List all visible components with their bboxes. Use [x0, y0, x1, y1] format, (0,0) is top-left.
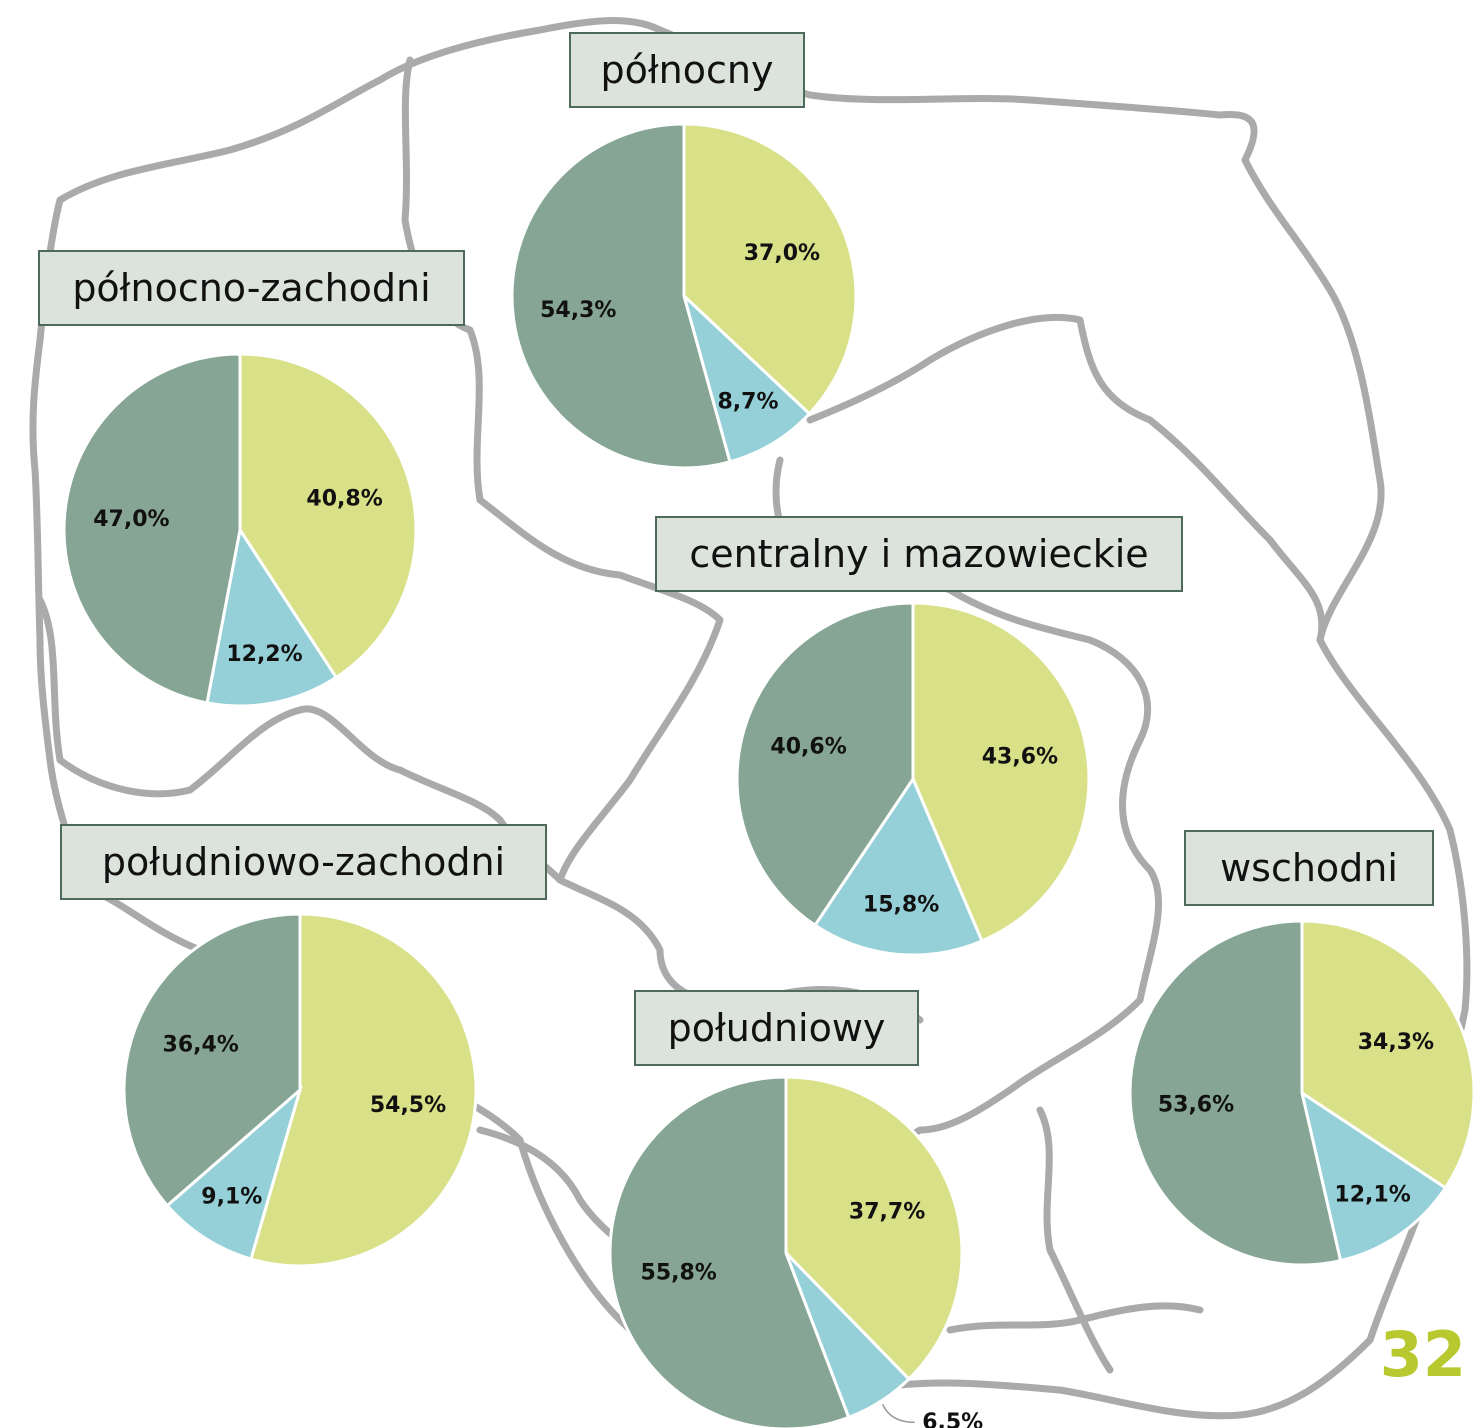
pie-chart-3: 54,5% 9,1% 36,4%	[122, 912, 478, 1268]
pie-4-slice-first	[784, 1075, 964, 1382]
pie-3-slice-first	[249, 912, 478, 1268]
pie-3-label-2: 36,4%	[163, 1032, 239, 1057]
pie-chart-4: 37,7% 6,5% 55,8%	[608, 1075, 983, 1428]
pie-4-label-0: 37,7%	[849, 1199, 925, 1224]
pie-1-slice-third	[62, 352, 242, 705]
pie-4-label-1: 6,5%	[922, 1410, 983, 1428]
region-border	[1036, 1106, 1114, 1374]
region-border	[401, 56, 724, 884]
pie-0-slice-third	[510, 122, 732, 470]
pie-chart-0: 37,0% 8,7% 54,3%	[510, 122, 858, 470]
pie-2-label-2: 40,6%	[770, 735, 846, 760]
pie-2-slice-second	[812, 775, 984, 957]
pie-4-slice-third	[608, 1075, 851, 1428]
pie-4-leader-line	[882, 1403, 915, 1424]
pie-1-label-2: 47,0%	[93, 507, 169, 532]
pie-3-label-1: 9,1%	[201, 1184, 262, 1209]
pie-3-slice-third	[122, 912, 302, 1208]
region-label-wschodni: wschodni	[1184, 830, 1434, 906]
pie-2-slice-first	[911, 601, 1091, 943]
region-label-poludniowy: południowy	[634, 990, 919, 1066]
pie-1-slice-second	[205, 526, 339, 708]
pie-chart-5: 34,3% 12,1% 53,6%	[1128, 919, 1476, 1267]
region-border	[806, 313, 1326, 644]
pie-3-slice-second	[165, 1085, 303, 1261]
pie-0-label-1: 8,7%	[717, 390, 778, 415]
pie-2-label-0: 43,6%	[982, 745, 1058, 770]
region-border	[36, 596, 564, 884]
region-border	[946, 1302, 1204, 1334]
pie-5-slice-third	[1128, 919, 1343, 1267]
pie-2-slice-third	[735, 601, 915, 928]
pie-4-label-2: 55,8%	[641, 1260, 717, 1285]
region-label-polnocno-zachodni: północno-zachodni	[38, 250, 465, 326]
pie-2-label-1: 15,8%	[863, 893, 939, 918]
pie-1-label-1: 12,2%	[226, 642, 302, 667]
pie-5-label-0: 34,3%	[1358, 1030, 1434, 1055]
pie-0-label-0: 37,0%	[744, 241, 820, 266]
region-label-poludniowo-zachodni: południowo-zachodni	[60, 824, 547, 900]
pie-0-label-2: 54,3%	[540, 298, 616, 323]
pie-chart-1: 40,8% 12,2% 47,0%	[62, 352, 418, 708]
region-label-centralny-i-mazowieckie: centralny i mazowieckie	[655, 516, 1183, 592]
region-label-polnocny: północny	[569, 32, 805, 108]
page-number: 32	[1379, 1318, 1466, 1391]
pie-5-slice-second	[1299, 1089, 1448, 1263]
pie-1-label-0: 40,8%	[306, 486, 382, 511]
pie-3-label-0: 54,5%	[370, 1093, 446, 1118]
pie-0-slice-second	[681, 291, 812, 464]
pie-5-label-1: 12,1%	[1334, 1182, 1410, 1207]
pie-5-label-2: 53,6%	[1158, 1093, 1234, 1118]
pie-0-slice-first	[682, 122, 858, 416]
pie-chart-2: 43,6% 15,8% 40,6%	[735, 601, 1091, 957]
